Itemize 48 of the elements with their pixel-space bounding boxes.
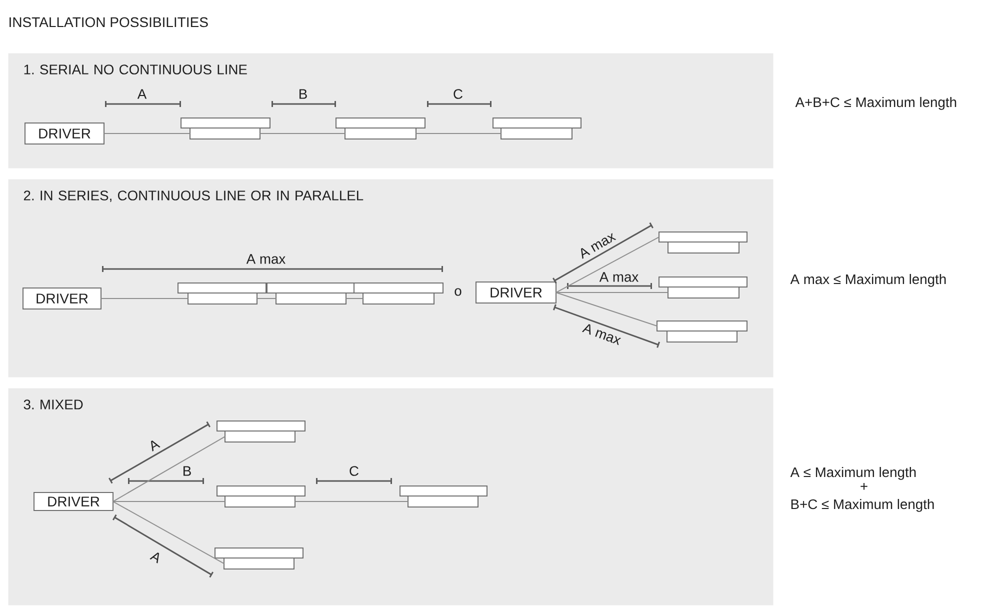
formula-text: A ≤ Maximum length (790, 466, 916, 480)
luminaire-symbol (400, 486, 488, 508)
dimension-label: A (137, 89, 147, 99)
wire (112, 501, 224, 564)
formula-text: A+B+C ≤ Maximum length (795, 96, 956, 110)
driver-box: DRIVER (22, 288, 102, 310)
dimension-label: A max (580, 233, 616, 259)
wire (416, 133, 502, 134)
luminaire-symbol (216, 420, 306, 442)
luminaire-symbol (658, 276, 748, 298)
luminaire-symbol (354, 282, 444, 304)
driver-box: DRIVER (34, 492, 114, 511)
luminaire-symbol (266, 282, 354, 304)
luminaire-symbol (178, 282, 266, 304)
driver-box: DRIVER (24, 122, 104, 144)
dimension-label: A (150, 552, 160, 564)
wire (112, 436, 226, 502)
driver-box: DRIVER (476, 282, 556, 304)
luminaire-symbol (180, 118, 270, 140)
formula-text: A max ≤ Maximum length (790, 274, 946, 287)
conjunction-text: o (454, 288, 462, 296)
luminaire-symbol (658, 232, 748, 254)
operator-text: + (860, 483, 868, 490)
dimension-label: A max (582, 324, 622, 346)
formula-text: B+C ≤ Maximum length (791, 498, 934, 512)
dimension-label: C (454, 89, 462, 99)
dimension-label: A (151, 440, 160, 452)
dimension-label: A max (246, 254, 286, 264)
wire (260, 133, 346, 134)
wire (256, 298, 276, 299)
luminaire-symbol (214, 548, 304, 570)
luminaire-symbol (492, 118, 582, 140)
wire (112, 501, 226, 502)
luminaire-symbol (336, 118, 426, 140)
wire (556, 236, 660, 293)
wire (556, 292, 668, 293)
dimension-label: B (184, 466, 191, 476)
wire (104, 133, 190, 134)
wire (346, 298, 364, 299)
wire (100, 298, 188, 299)
luminaire-symbol (216, 486, 306, 508)
wire (294, 501, 408, 502)
luminaire-symbol (656, 320, 748, 342)
dimension-label: A max (599, 272, 638, 282)
dimension-label: C (350, 466, 358, 476)
dimension-label: B (300, 89, 307, 99)
title: INSTALLATION POSSIBILITIES (10, 17, 208, 28)
wire (556, 292, 658, 326)
